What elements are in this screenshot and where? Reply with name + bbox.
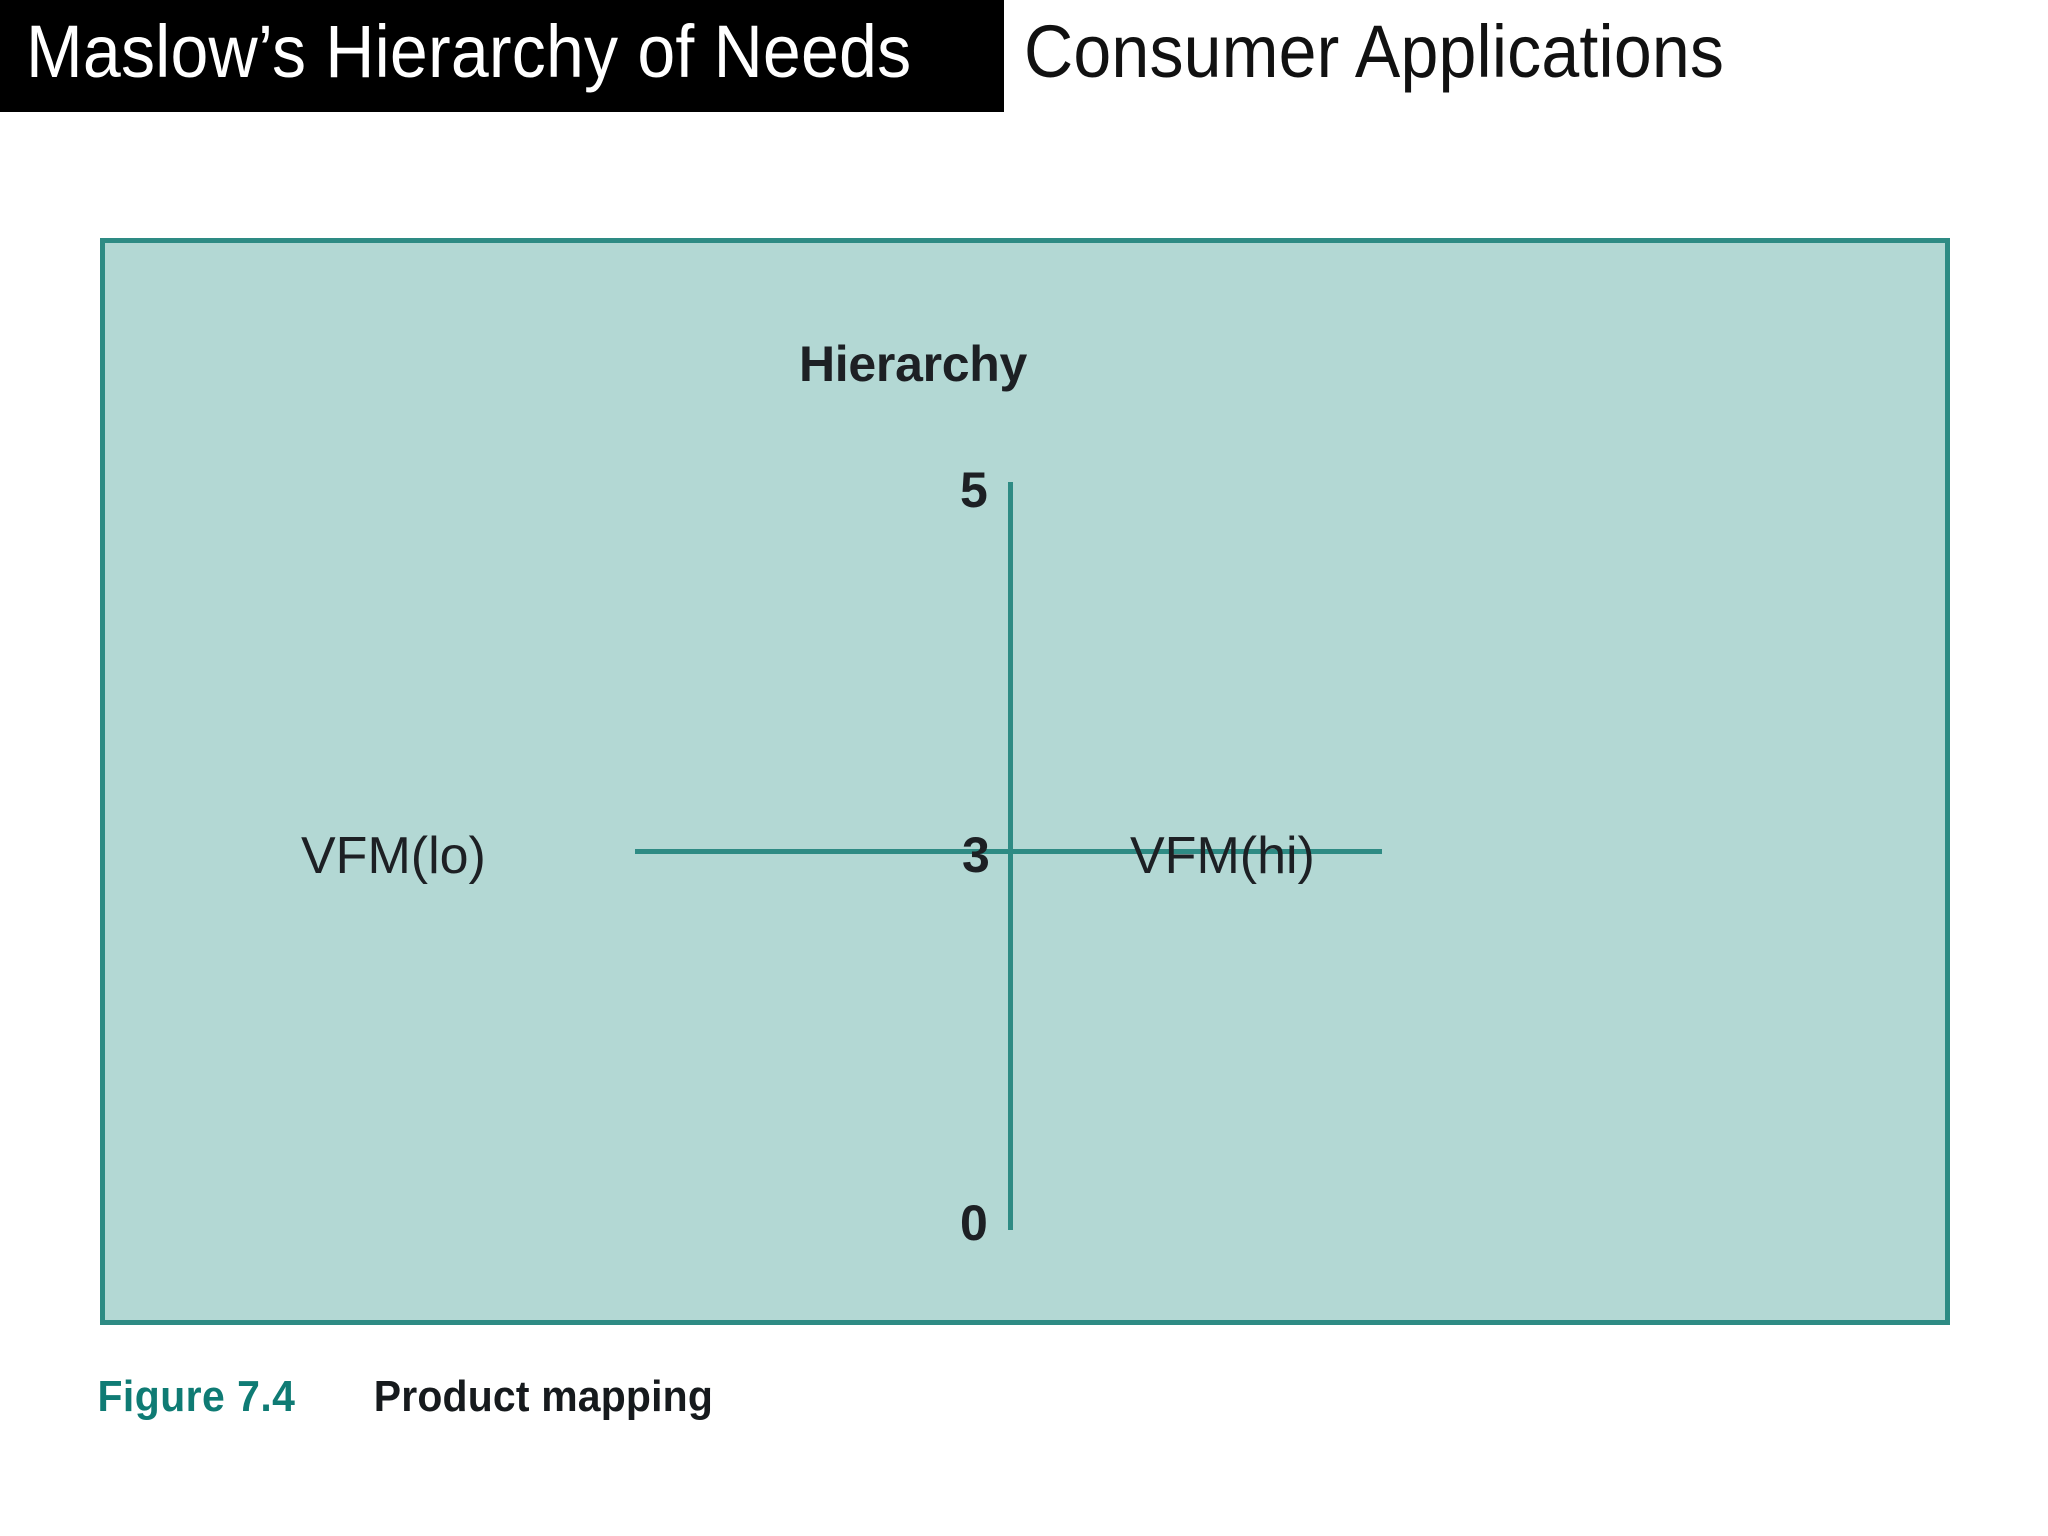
- figure-caption: Figure 7.4 Product mapping: [90, 1372, 726, 1422]
- header-title-highlight: Maslow’s Hierarchy of Needs: [0, 0, 1005, 112]
- figure-caption-title: Product mapping: [373, 1372, 713, 1421]
- y-axis-tick-bottom: 0: [960, 1195, 988, 1251]
- header-title-trailing-text: Consumer Applications: [1024, 10, 1725, 93]
- vertical-axis-line: [1008, 482, 1013, 1230]
- y-axis-tick-middle: 3: [962, 827, 990, 883]
- x-axis-label-high: VFM(hi): [1130, 827, 1315, 885]
- slide-header: Maslow’s Hierarchy of Needs Consumer App…: [0, 0, 2048, 112]
- chart-title: Hierarchy: [799, 336, 1027, 392]
- horizontal-axis-line: [635, 849, 1382, 854]
- header-title-highlight-text: Maslow’s Hierarchy of Needs: [26, 10, 912, 93]
- y-axis-tick-top: 5: [960, 462, 988, 518]
- header-title-trailing: Consumer Applications: [1004, 0, 1785, 112]
- figure-caption-number: Figure 7.4: [97, 1372, 296, 1421]
- figure-panel: Hierarchy 5 3 0 VFM(lo) VFM(hi): [100, 238, 1950, 1325]
- x-axis-label-low: VFM(lo): [301, 827, 486, 885]
